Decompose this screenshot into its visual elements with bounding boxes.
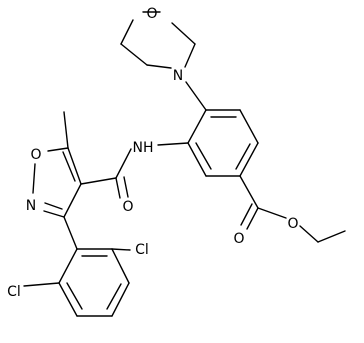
morpholine-nitrogen-label: N [173,68,183,84]
bond [44,202,63,210]
bond [111,282,130,317]
bond [67,147,82,185]
bond [111,248,131,251]
bond [239,142,259,177]
isoxazole-oxygen-label: O [30,147,41,163]
bond [111,248,130,284]
chlorine-upper-label: Cl [135,242,149,258]
bond [115,148,132,179]
bond [120,19,134,45]
bond [246,207,259,230]
bond [66,282,83,310]
bond [120,43,148,66]
amide-nh-label: NH [133,140,154,156]
bond [187,109,207,144]
benzoate-ring [187,109,259,177]
bond [58,248,78,284]
bond [195,142,212,170]
bond [257,207,287,219]
isoxazole-nitrogen-label: N [26,198,36,214]
bond [184,43,196,68]
ester-carbonyl-oxygen-label: O [233,231,244,247]
bond [299,225,319,243]
chlorine-lower-label: Cl [7,284,21,300]
morpholine-oxygen-label: O [146,6,157,22]
bond [47,147,69,152]
bond [106,283,122,310]
ester-group [239,175,346,243]
bond [239,109,259,144]
bond [43,210,65,218]
amide-group [80,148,132,199]
bond [63,183,82,218]
bond [80,177,117,185]
bond [146,64,172,69]
bond [63,111,69,149]
ester-ether-oxygen-label: O [287,216,298,232]
bond [58,282,78,317]
bond [63,216,78,250]
bond [157,142,189,146]
bond [235,143,251,170]
bond [317,230,346,243]
isoxazole-ring [32,111,82,218]
bond [62,151,76,182]
dichlorophenyl-ring [23,248,131,317]
morpholine-ring [120,11,196,69]
bond [239,175,259,209]
bond [240,203,253,226]
bond [115,177,121,199]
amide-oxygen-label: O [122,199,133,215]
bond [185,81,207,111]
bond [187,142,207,177]
bond [171,22,196,45]
bond [32,163,36,194]
bond [123,176,129,198]
bond [23,282,60,287]
